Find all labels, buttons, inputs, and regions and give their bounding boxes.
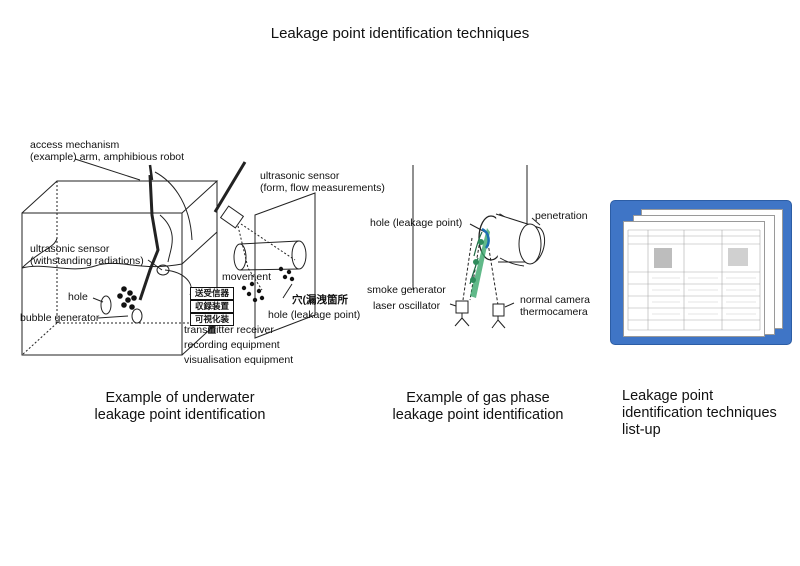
label-laser-oscillator: laser oscillator: [373, 300, 441, 312]
jp-box-transmitter: 送受信器: [190, 287, 234, 300]
caption-listup: Leakage point identification techniques …: [622, 388, 777, 438]
bubbles-tank: [117, 286, 137, 310]
caption-gas-phase: Example of gas phase leakage point ident…: [392, 390, 564, 423]
label-ultrasonic-radiation: ultrasonic sensor (withstanding radiatio…: [30, 243, 144, 267]
jp-box-visualisation: 可視化装置: [190, 313, 234, 335]
label-access-mechanism: access mechanism (example) arm, amphibio…: [30, 139, 185, 163]
listup-document-image: [610, 200, 792, 345]
jp-box-recording: 収録装置: [190, 300, 234, 313]
label-jp-leak-hole: 穴(漏洩箇所: [292, 294, 348, 306]
label-visualisation: visualisation equipment: [184, 354, 294, 366]
label-ultrasonic-form-flow: ultrasonic sensor (form, flow measuremen…: [260, 170, 385, 194]
doc-sheet-front: [623, 221, 765, 337]
tank-top-face: [21, 180, 219, 214]
pipe-detail: [213, 161, 316, 339]
wall-panel: [254, 192, 316, 339]
label-normal-camera: normal camera: [520, 294, 591, 306]
label-smoke-generator: smoke generator: [367, 284, 446, 296]
doc-table-grid: [627, 229, 761, 331]
label-recording: recording equipment: [184, 339, 280, 351]
label-bubble-generator: bubble generator: [20, 312, 100, 324]
caption-underwater: Example of underwater leakage point iden…: [94, 390, 266, 423]
label-movement: movement: [222, 271, 272, 283]
tank-front-face: [21, 212, 183, 356]
label-thermocamera: thermocamera: [520, 306, 588, 318]
label-hole: hole: [68, 291, 88, 303]
label-penetration: penetration: [535, 210, 588, 222]
label-transmitter: transmitter receiver: [184, 324, 274, 336]
smoke-stream: [469, 228, 490, 298]
bubbles-detail: [241, 266, 295, 303]
label-hole-leakage: hole (leakage point): [268, 309, 361, 321]
label-gas-hole: hole (leakage point): [370, 217, 463, 229]
page-title: Leakage point identification techniques: [270, 25, 530, 42]
robot-arm: [138, 174, 160, 301]
